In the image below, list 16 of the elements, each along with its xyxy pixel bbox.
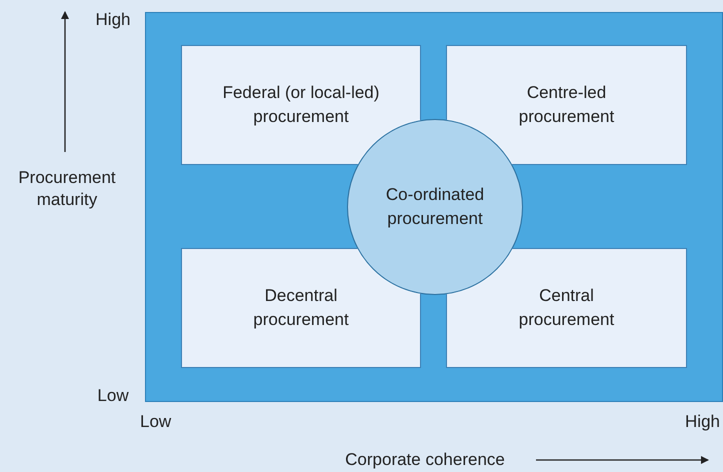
axis-label: Low (140, 411, 172, 433)
axis-title: Corporate coherence (344, 449, 506, 471)
quadrant-box (446, 248, 687, 368)
quadrant-box (446, 45, 687, 165)
quadrant-box (181, 248, 421, 368)
quadrant-box (181, 45, 421, 165)
axis-title: Procurement maturity (17, 167, 117, 211)
axis-label: High (684, 411, 720, 433)
node-label: Federal (or local-led) procurement (222, 82, 380, 128)
matrix-panel (145, 12, 723, 402)
axis-label: Low (96, 385, 130, 407)
node-label: Centre-led procurement (518, 82, 616, 128)
node-label: Central procurement (518, 285, 616, 331)
node-label: Decentral procurement (252, 285, 350, 331)
axis-label: High (94, 9, 132, 31)
node-label: Co-ordinated procurement (384, 184, 486, 230)
